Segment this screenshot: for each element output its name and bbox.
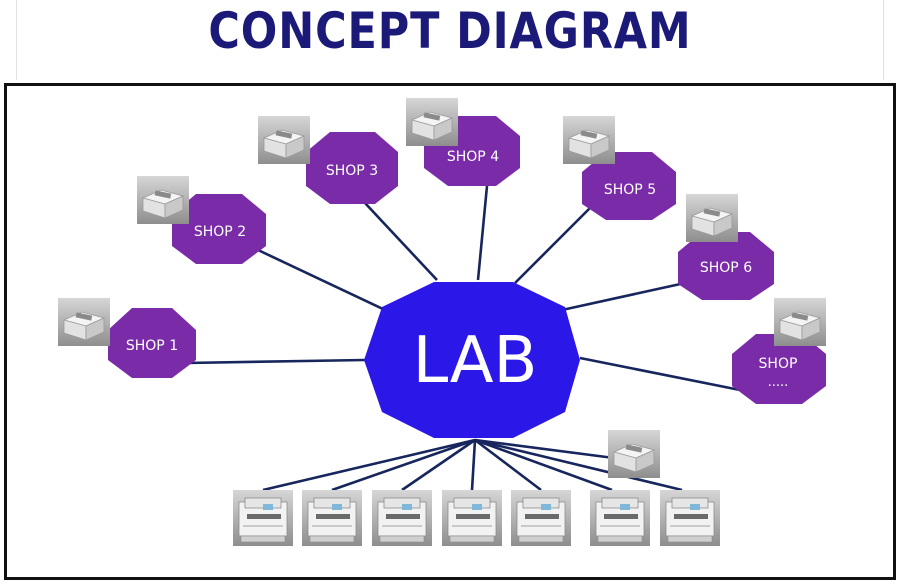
shop-label: SHOP 5 <box>604 182 656 198</box>
printer-icon <box>258 116 310 164</box>
lab-hub-label: LAB <box>413 324 538 398</box>
shop-node-shape <box>582 152 676 220</box>
connector-shop-1 <box>185 358 366 365</box>
printer-icon <box>406 98 458 146</box>
shop-node-3: SHOP 3 <box>258 116 398 204</box>
lab-machine-icon <box>442 490 502 546</box>
connector-device-2 <box>331 438 476 492</box>
shop-node-shape <box>108 308 196 378</box>
printer-icon <box>563 116 615 164</box>
lab-machine-row <box>233 490 720 546</box>
shop-node-6: SHOP 6 <box>678 194 774 300</box>
shop-label: SHOP <box>759 356 798 372</box>
shop-label: SHOP 2 <box>194 224 246 240</box>
printer-icon <box>686 194 738 242</box>
shop-node-shape <box>732 334 826 404</box>
printer-icon <box>137 176 189 224</box>
shop-label: SHOP 6 <box>700 260 752 276</box>
connector-shop-4 <box>476 185 489 281</box>
printer-icon <box>774 298 826 346</box>
lab-machine-icon <box>660 490 720 546</box>
connector-shop-7 <box>579 356 741 392</box>
connector-shop-2 <box>257 248 386 312</box>
shop-label: SHOP 4 <box>447 149 499 165</box>
connector-device-4 <box>470 439 477 491</box>
shop-node-4: SHOP 4 <box>406 98 520 186</box>
shop-node-shape <box>306 132 398 204</box>
lab-hub: LAB <box>364 282 580 438</box>
shop-label: SHOP 3 <box>326 163 378 179</box>
lab-machine-icon <box>372 490 432 546</box>
connector-shop-5 <box>514 207 591 284</box>
shop-node-shape <box>172 194 266 264</box>
diagram-frame <box>4 83 896 580</box>
shop-node-1: SHOP 1 <box>58 298 196 378</box>
lab-machine-icon <box>590 490 650 546</box>
connector-device-6 <box>474 438 613 492</box>
title-panel <box>16 0 884 80</box>
lab-hub-shape <box>364 282 580 438</box>
printer-icon <box>58 298 110 346</box>
connector-lines <box>185 185 741 492</box>
shop-sublabel: ..... <box>768 375 789 390</box>
lab-machine-icon <box>233 490 293 546</box>
lab-machine-icon <box>302 490 362 546</box>
connector-device-1 <box>262 438 476 492</box>
shop-node-shape <box>678 232 774 300</box>
connector-device-5 <box>474 438 542 492</box>
connector-shop-3 <box>364 202 438 281</box>
printer-icon <box>608 430 660 478</box>
connector-device-7 <box>474 438 683 492</box>
shop-node-5: SHOP 5 <box>563 116 676 220</box>
lab-machine-icon <box>511 490 571 546</box>
connector-shop-6 <box>561 281 686 312</box>
connector-device-8 <box>474 438 615 460</box>
connector-device-3 <box>401 438 476 492</box>
shop-node-2: SHOP 2 <box>137 176 266 264</box>
page-title: CONCEPT DIAGRAM <box>208 2 692 60</box>
shop-node-more: SHOP ..... <box>732 298 826 404</box>
shop-label: SHOP 1 <box>126 338 178 354</box>
